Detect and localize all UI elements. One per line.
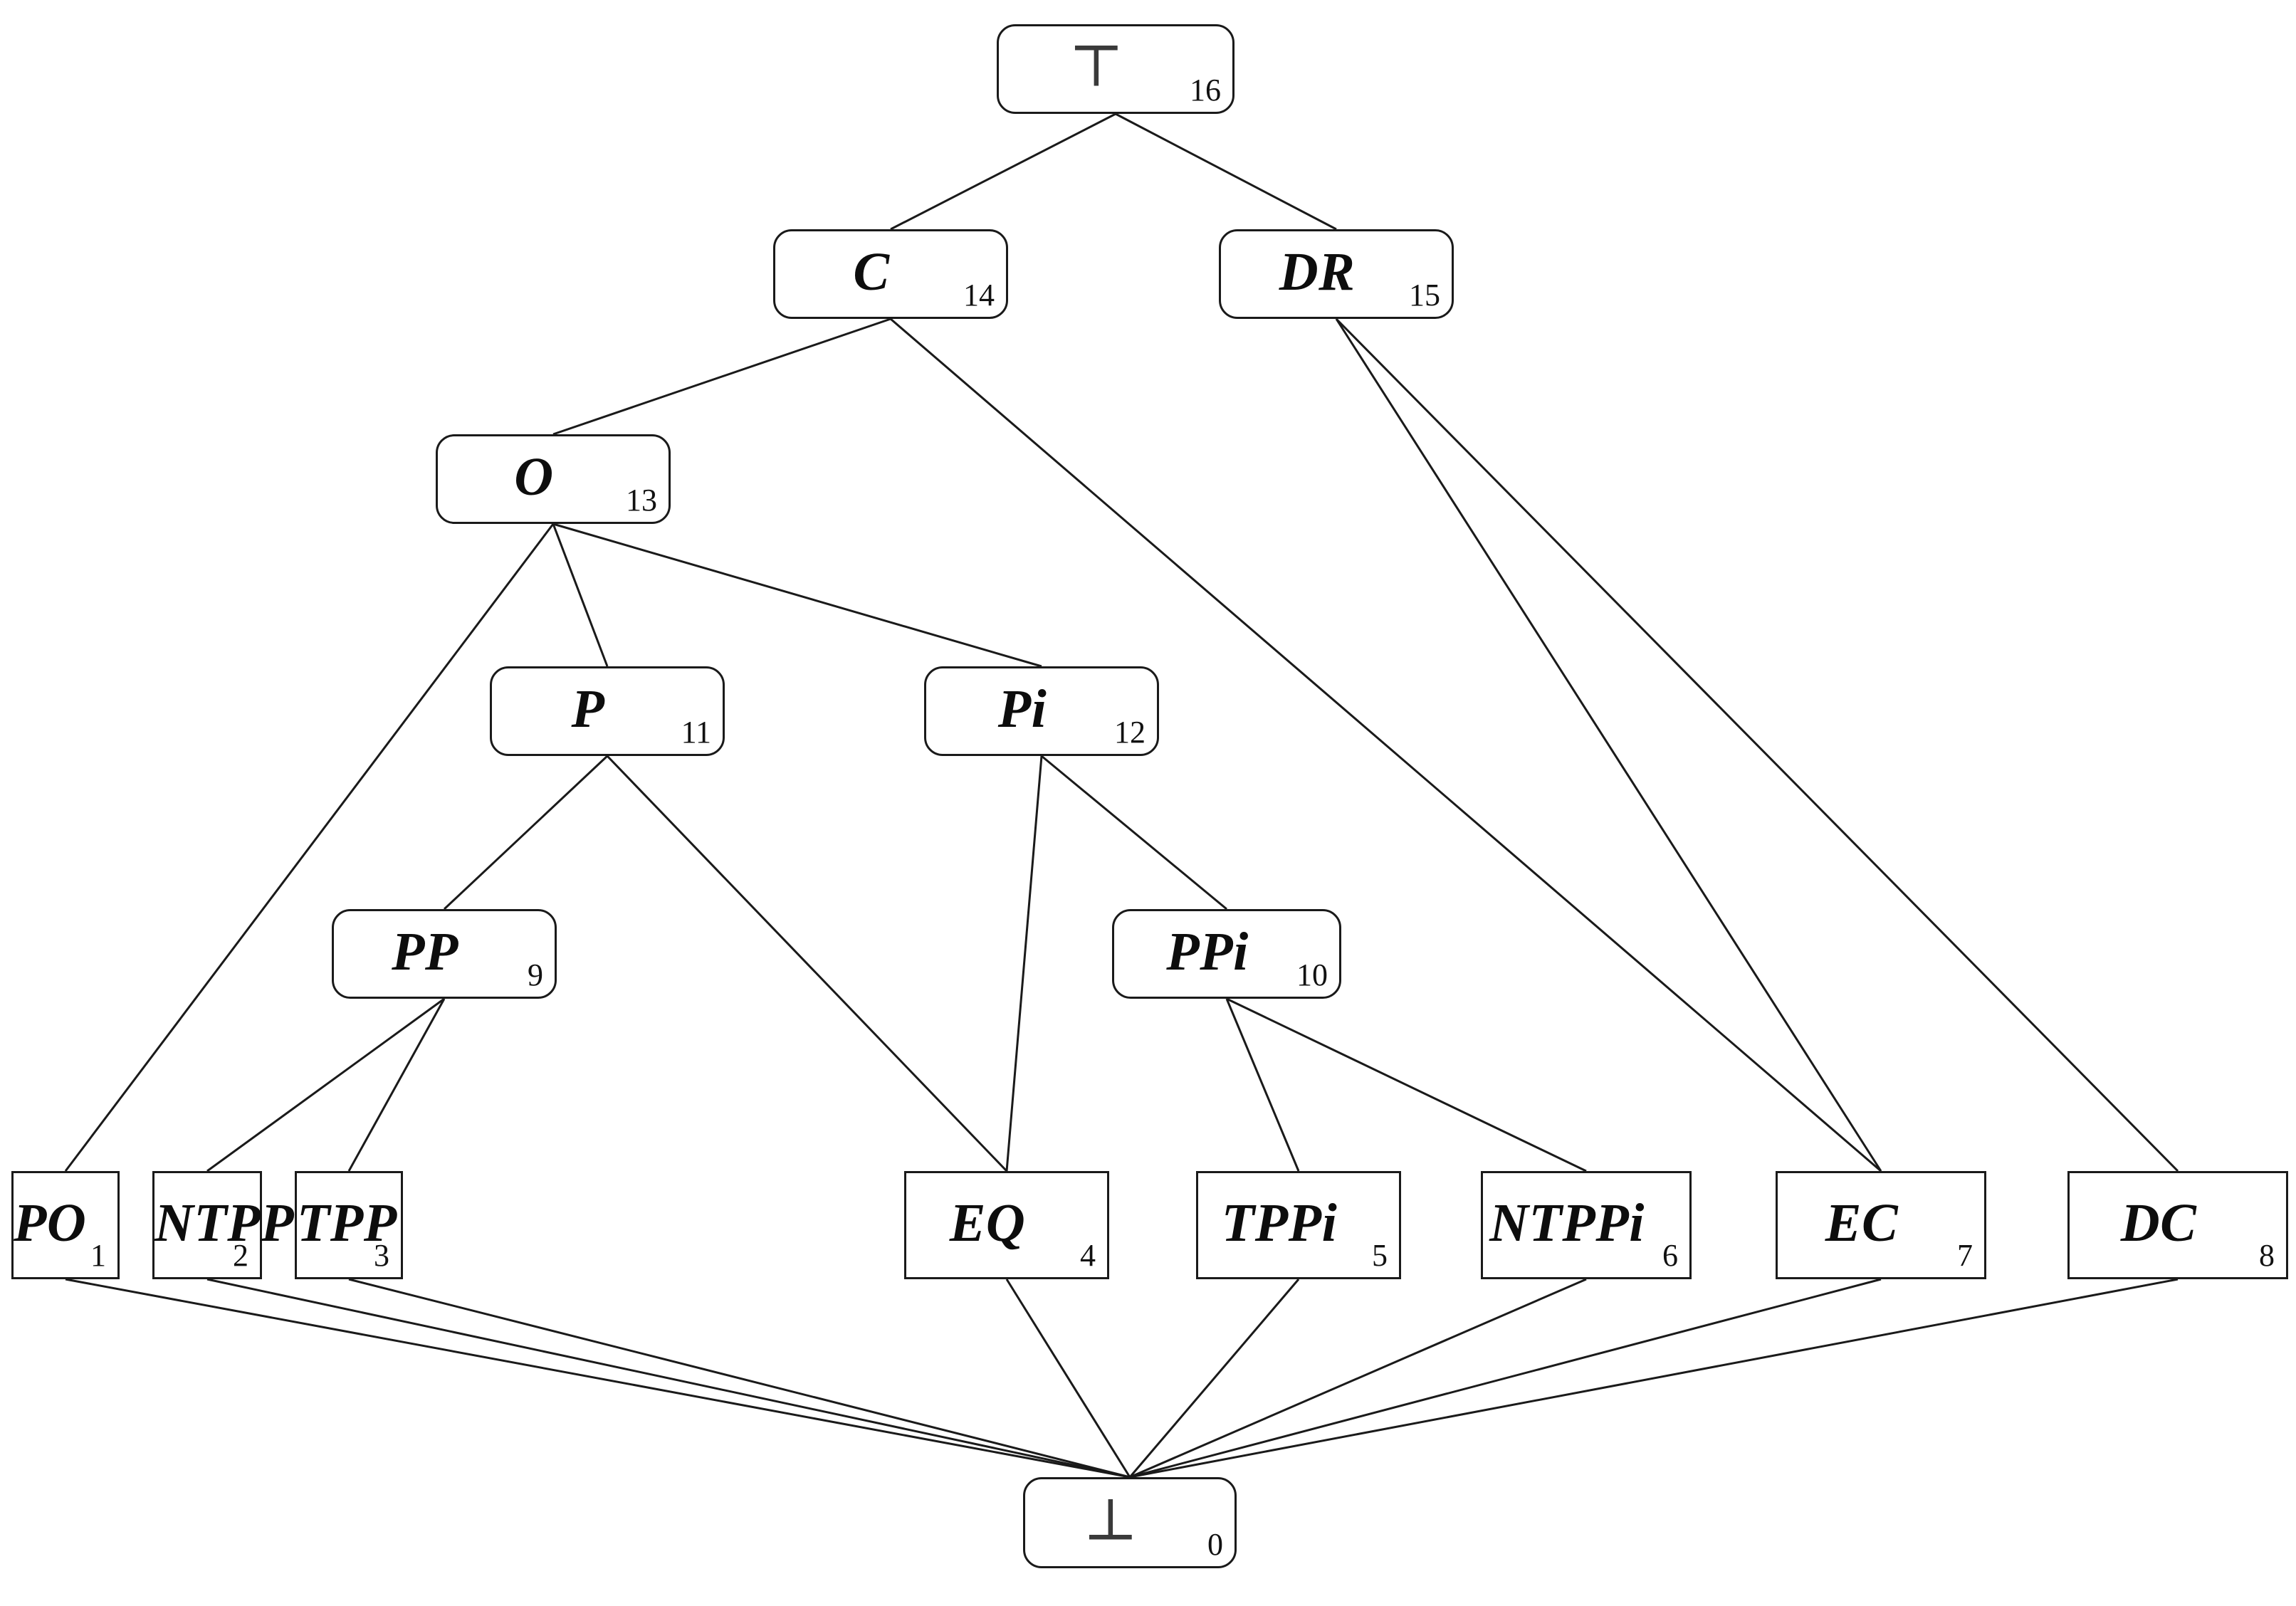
lattice-node-label: NTPPi xyxy=(1489,1192,1645,1253)
lattice-edge-pi-eq xyxy=(1005,755,1043,1172)
lattice-node-label: C xyxy=(853,241,890,302)
lattice-node-tppi[interactable]: TPPi 5 xyxy=(1196,1171,1401,1279)
lattice-edge-dr-ec xyxy=(1335,318,1882,1172)
lattice-edge-dc-bot xyxy=(1129,1278,2179,1479)
lattice-node-label: ⊤ xyxy=(1069,33,1124,99)
lattice-node-label: PO xyxy=(14,1192,87,1253)
lattice-edge-pi-ppi xyxy=(1041,755,1227,910)
lattice-node-index: 8 xyxy=(2259,1238,2275,1273)
lattice-node-dc[interactable]: DC 8 xyxy=(2067,1171,2288,1279)
lattice-edge-c-o xyxy=(552,317,891,436)
lattice-node-index: 4 xyxy=(1080,1238,1096,1273)
lattice-node-index: 11 xyxy=(681,715,711,750)
lattice-node-label: DC xyxy=(2120,1192,2197,1253)
lattice-node-c[interactable]: C 14 xyxy=(773,229,1008,319)
lattice-node-index: 3 xyxy=(374,1238,389,1273)
lattice-edge-ppi-tppi xyxy=(1225,998,1300,1172)
lattice-node-index: 7 xyxy=(1957,1238,1973,1273)
lattice-node-bot[interactable]: ⊥0 xyxy=(1023,1477,1237,1568)
lattice-node-p[interactable]: P 11 xyxy=(490,666,725,756)
lattice-node-ec[interactable]: EC 7 xyxy=(1776,1171,1986,1279)
lattice-node-ppi[interactable]: PPi 10 xyxy=(1112,909,1341,999)
lattice-node-top[interactable]: ⊤ 16 xyxy=(997,24,1235,114)
lattice-edge-o-p xyxy=(552,523,609,667)
lattice-edge-pp-tpp xyxy=(347,998,446,1172)
lattice-node-pi[interactable]: Pi 12 xyxy=(924,666,1159,756)
lattice-node-index: 15 xyxy=(1409,278,1440,313)
lattice-node-index: 1 xyxy=(90,1238,106,1273)
lattice-node-label: PP xyxy=(392,921,458,982)
lattice-node-index: 2 xyxy=(233,1238,248,1273)
lattice-node-label: O xyxy=(514,446,554,507)
lattice-node-pp[interactable]: PP 9 xyxy=(332,909,557,999)
lattice-edge-o-pi xyxy=(552,523,1042,668)
lattice-edge-pp-ntpp xyxy=(206,997,445,1172)
lattice-node-index: 14 xyxy=(963,278,995,313)
lattice-node-index: 16 xyxy=(1190,73,1221,107)
lattice-node-label: NTPP xyxy=(154,1192,295,1253)
lattice-node-index: 0 xyxy=(1207,1527,1223,1562)
lattice-node-label: Pi xyxy=(997,678,1047,739)
lattice-edge-p-eq xyxy=(606,755,1008,1172)
lattice-edge-tppi-bot xyxy=(1128,1279,1300,1478)
lattice-node-label: PPi xyxy=(1166,921,1249,982)
lattice-node-o[interactable]: O 13 xyxy=(436,434,671,524)
lattice-edge-p-pp xyxy=(443,755,609,910)
lattice-node-label: TPPi xyxy=(1221,1192,1338,1253)
lattice-edge-ppi-ntppi xyxy=(1226,997,1587,1172)
lattice-node-label: TPP xyxy=(297,1192,397,1253)
lattice-edge-eq-bot xyxy=(1005,1279,1131,1478)
lattice-edge-o-po xyxy=(64,523,555,1172)
lattice-node-index: 13 xyxy=(626,483,657,518)
lattice-edge-tpp-bot xyxy=(348,1278,1131,1479)
lattice-edge-top-dr xyxy=(1115,112,1337,231)
lattice-edge-top-c xyxy=(890,112,1116,231)
lattice-edge-ntppi-bot xyxy=(1129,1278,1587,1479)
lattice-node-label: EQ xyxy=(949,1192,1026,1253)
lattice-node-index: 6 xyxy=(1662,1238,1678,1273)
lattice-node-index: 12 xyxy=(1114,715,1146,750)
lattice-node-index: 9 xyxy=(528,957,543,992)
lattice-node-index: 5 xyxy=(1372,1238,1388,1273)
lattice-node-label: EC xyxy=(1825,1192,1899,1253)
lattice-node-eq[interactable]: EQ 4 xyxy=(904,1171,1109,1279)
lattice-edge-ec-bot xyxy=(1129,1278,1882,1479)
lattice-edge-ntpp-bot xyxy=(206,1278,1131,1479)
lattice-node-index: 10 xyxy=(1296,957,1328,992)
lattice-node-dr[interactable]: DR 15 xyxy=(1219,229,1454,319)
lattice-edge-po-bot xyxy=(65,1278,1131,1479)
lattice-node-ntppi[interactable]: NTPPi 6 xyxy=(1481,1171,1692,1279)
lattice-node-label: ⊥ xyxy=(1083,1487,1138,1553)
lattice-edge-dr-dc xyxy=(1335,317,2179,1172)
lattice-node-label: DR xyxy=(1279,241,1356,302)
lattice-node-label: P xyxy=(571,678,605,739)
